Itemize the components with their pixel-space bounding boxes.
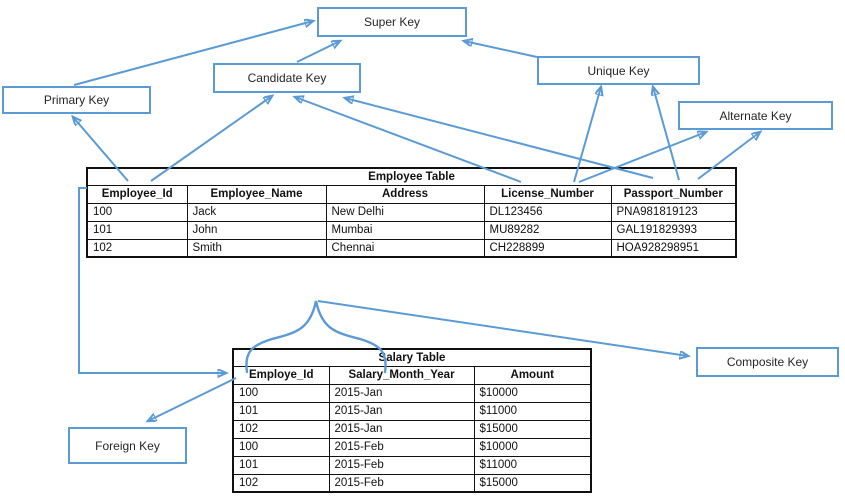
table-cell: 102	[86, 238, 188, 258]
table-cell: DL123456	[483, 202, 612, 222]
table-cell: New Delhi	[325, 202, 485, 222]
salary-table: Salary Table Employe_Id Salary_Month_Yea…	[232, 348, 592, 493]
table-cell: MU89282	[483, 220, 612, 240]
table-row: 101 2015-Feb $11000	[232, 455, 592, 475]
table-cell: Jack	[186, 202, 327, 222]
arrow-salary-employe-id-to-foreign-key	[148, 377, 237, 421]
super-key-label: Super Key	[363, 15, 421, 29]
arrow-passport-number-to-candidate-key	[345, 98, 654, 179]
primary-key-label: Primary Key	[43, 93, 110, 107]
composite-key-label: Composite Key	[726, 355, 809, 369]
alternate-key-box: Alternate Key	[678, 101, 833, 130]
arrow-unique-key-to-super-key	[464, 41, 538, 58]
table-cell: HOA928298951	[610, 238, 737, 258]
salary-table-header: Employe_Id	[232, 365, 330, 385]
super-key-box: Super Key	[317, 7, 467, 37]
table-cell: Chennai	[325, 238, 485, 258]
table-cell: 102	[232, 473, 330, 493]
foreign-key-label: Foreign Key	[95, 438, 160, 453]
composite-key-brace	[245, 300, 387, 374]
employee-table-header: Address	[325, 184, 485, 204]
table-cell: Mumbai	[325, 220, 485, 240]
arrow-license-number-to-unique-key	[573, 87, 601, 183]
table-row: 102 2015-Feb $15000	[232, 473, 592, 493]
salary-table-header-row: Employe_Id Salary_Month_Year Amount	[232, 365, 592, 385]
table-row: 100 2015-Feb $10000	[232, 437, 592, 457]
connector-employee-id-to-salary-employe-id	[78, 187, 226, 373]
arrow-candidate-key-to-super-key	[296, 41, 340, 63]
arrow-employee-id-to-primary-key	[73, 117, 129, 182]
table-cell: Smith	[186, 238, 327, 258]
table-row: 100 2015-Jan $10000	[232, 383, 592, 403]
candidate-key-box: Candidate Key	[213, 63, 361, 93]
foreign-key-box: Foreign Key	[68, 427, 187, 464]
table-cell: $15000	[473, 473, 592, 493]
employee-table: Employee Table Employee_Id Employee_Name…	[86, 167, 738, 258]
primary-key-box: Primary Key	[2, 86, 151, 114]
unique-key-label: Unique Key	[587, 63, 650, 78]
alternate-key-label: Alternate Key	[719, 108, 792, 123]
composite-key-box: Composite Key	[696, 347, 839, 377]
arrow-license-number-to-alternate-key	[578, 132, 706, 183]
arrow-primary-key-to-super-key	[73, 21, 313, 86]
candidate-key-label: Candidate Key	[247, 71, 327, 85]
arrow-employee-id-to-candidate-key	[150, 96, 272, 182]
unique-key-box: Unique Key	[537, 56, 700, 85]
employee-table-header: Passport_Number	[610, 184, 737, 204]
arrow-passport-number-to-alternate-key	[697, 132, 760, 180]
table-row: 101 John Mumbai MU89282 GAL191829393	[86, 220, 737, 240]
arrow-passport-number-to-unique-key	[653, 87, 680, 181]
table-cell: $15000	[473, 419, 592, 439]
table-row: 102 Smith Chennai CH228899 HOA928298951	[86, 238, 737, 258]
arrow-brace-to-composite-key	[317, 300, 688, 356]
table-cell: 2015-Feb	[328, 473, 475, 493]
table-row: 100 Jack New Delhi DL123456 PNA981819123	[86, 202, 737, 222]
table-cell: 101	[232, 401, 330, 421]
table-cell: CH228899	[483, 238, 612, 258]
arrow-license-number-to-candidate-key	[295, 97, 522, 183]
